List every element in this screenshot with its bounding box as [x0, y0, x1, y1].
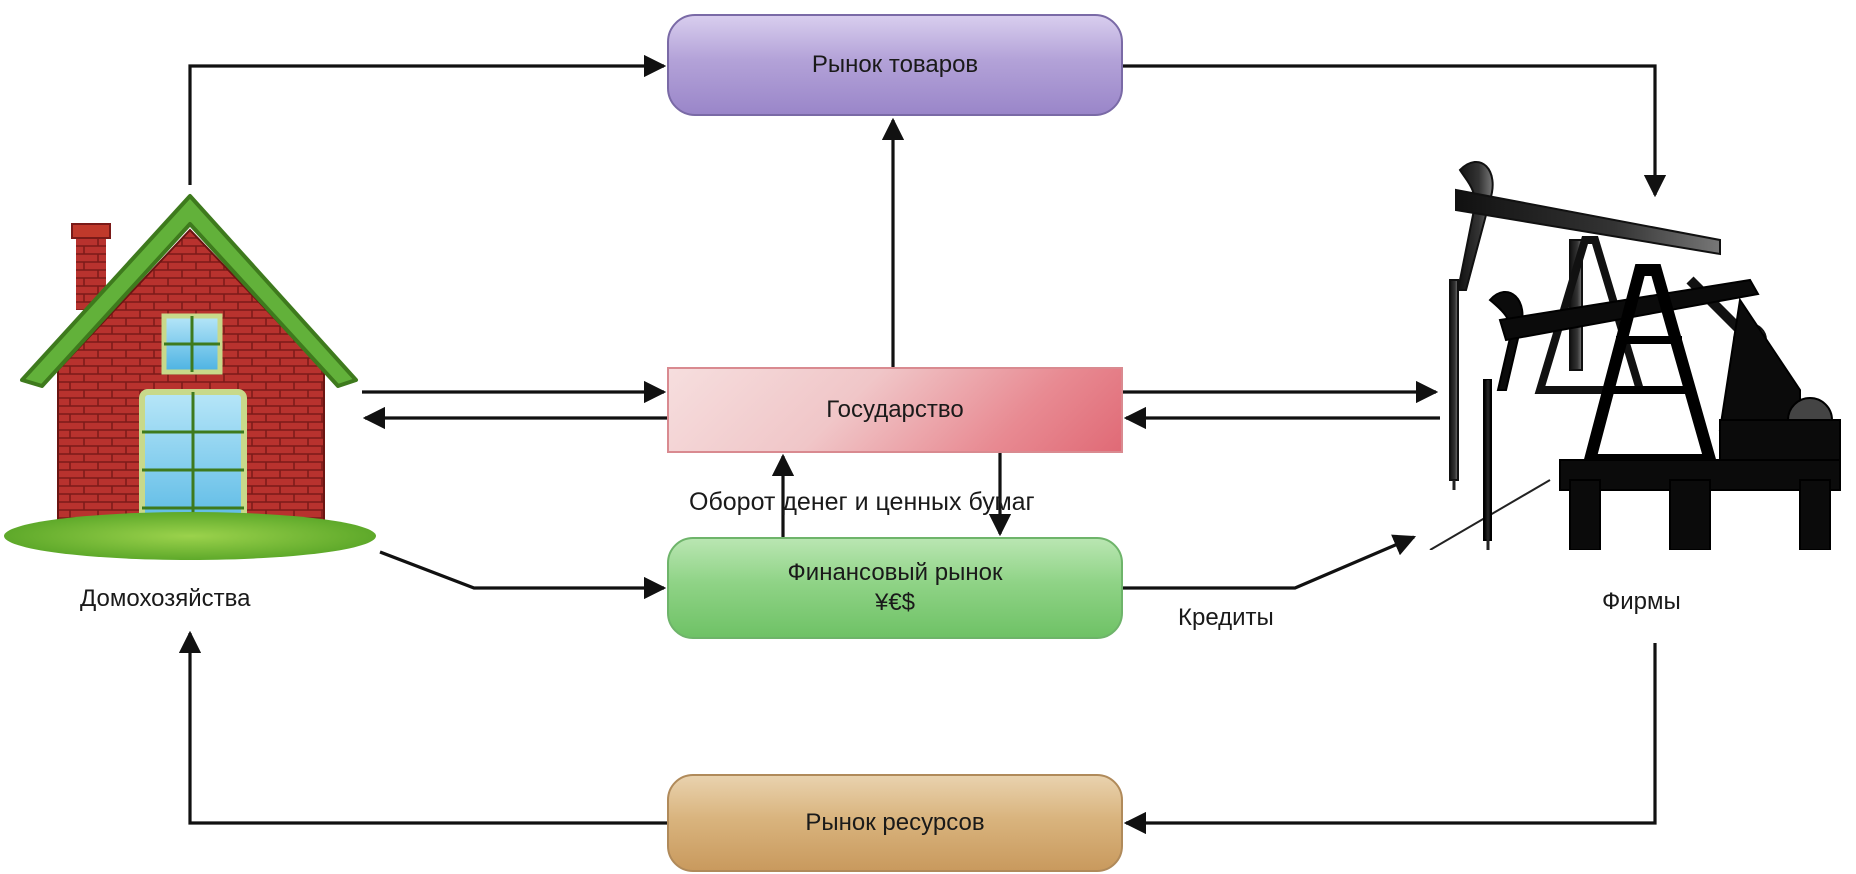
arrow-firms-to-res	[1123, 643, 1657, 835]
government-box: Государство	[667, 367, 1123, 453]
firms-label: Фирмы	[1602, 588, 1681, 615]
house-icon	[4, 194, 376, 560]
arrow-res-to-households	[178, 630, 667, 825]
goods-market-box: Рынок товаров	[667, 14, 1123, 116]
resource-market-label: Рынок ресурсов	[805, 809, 985, 836]
oil-pump-icon	[1429, 160, 1841, 550]
goods-market-label: Рынок товаров	[811, 51, 979, 78]
financial-market-box: Финансовый рынок ¥€$	[667, 537, 1123, 639]
credits-label: Кредиты	[1178, 604, 1274, 631]
financial-market-currency-label: ¥€$	[874, 589, 916, 616]
financial-market-label: Финансовый рынок	[787, 559, 1003, 586]
government-label: Государство	[826, 396, 964, 423]
arrow-fin-to-firms	[1123, 534, 1417, 590]
households-label: Домохозяйства	[80, 585, 251, 612]
money-flow-label: Оборот денег и ценных бумаг	[689, 488, 1035, 516]
resource-market-box: Рынок ресурсов	[667, 774, 1123, 872]
arrow-goods-to-firms	[1123, 64, 1667, 198]
arrow-households-to-goods	[188, 54, 667, 185]
arrow-households-to-fin	[379, 550, 667, 600]
